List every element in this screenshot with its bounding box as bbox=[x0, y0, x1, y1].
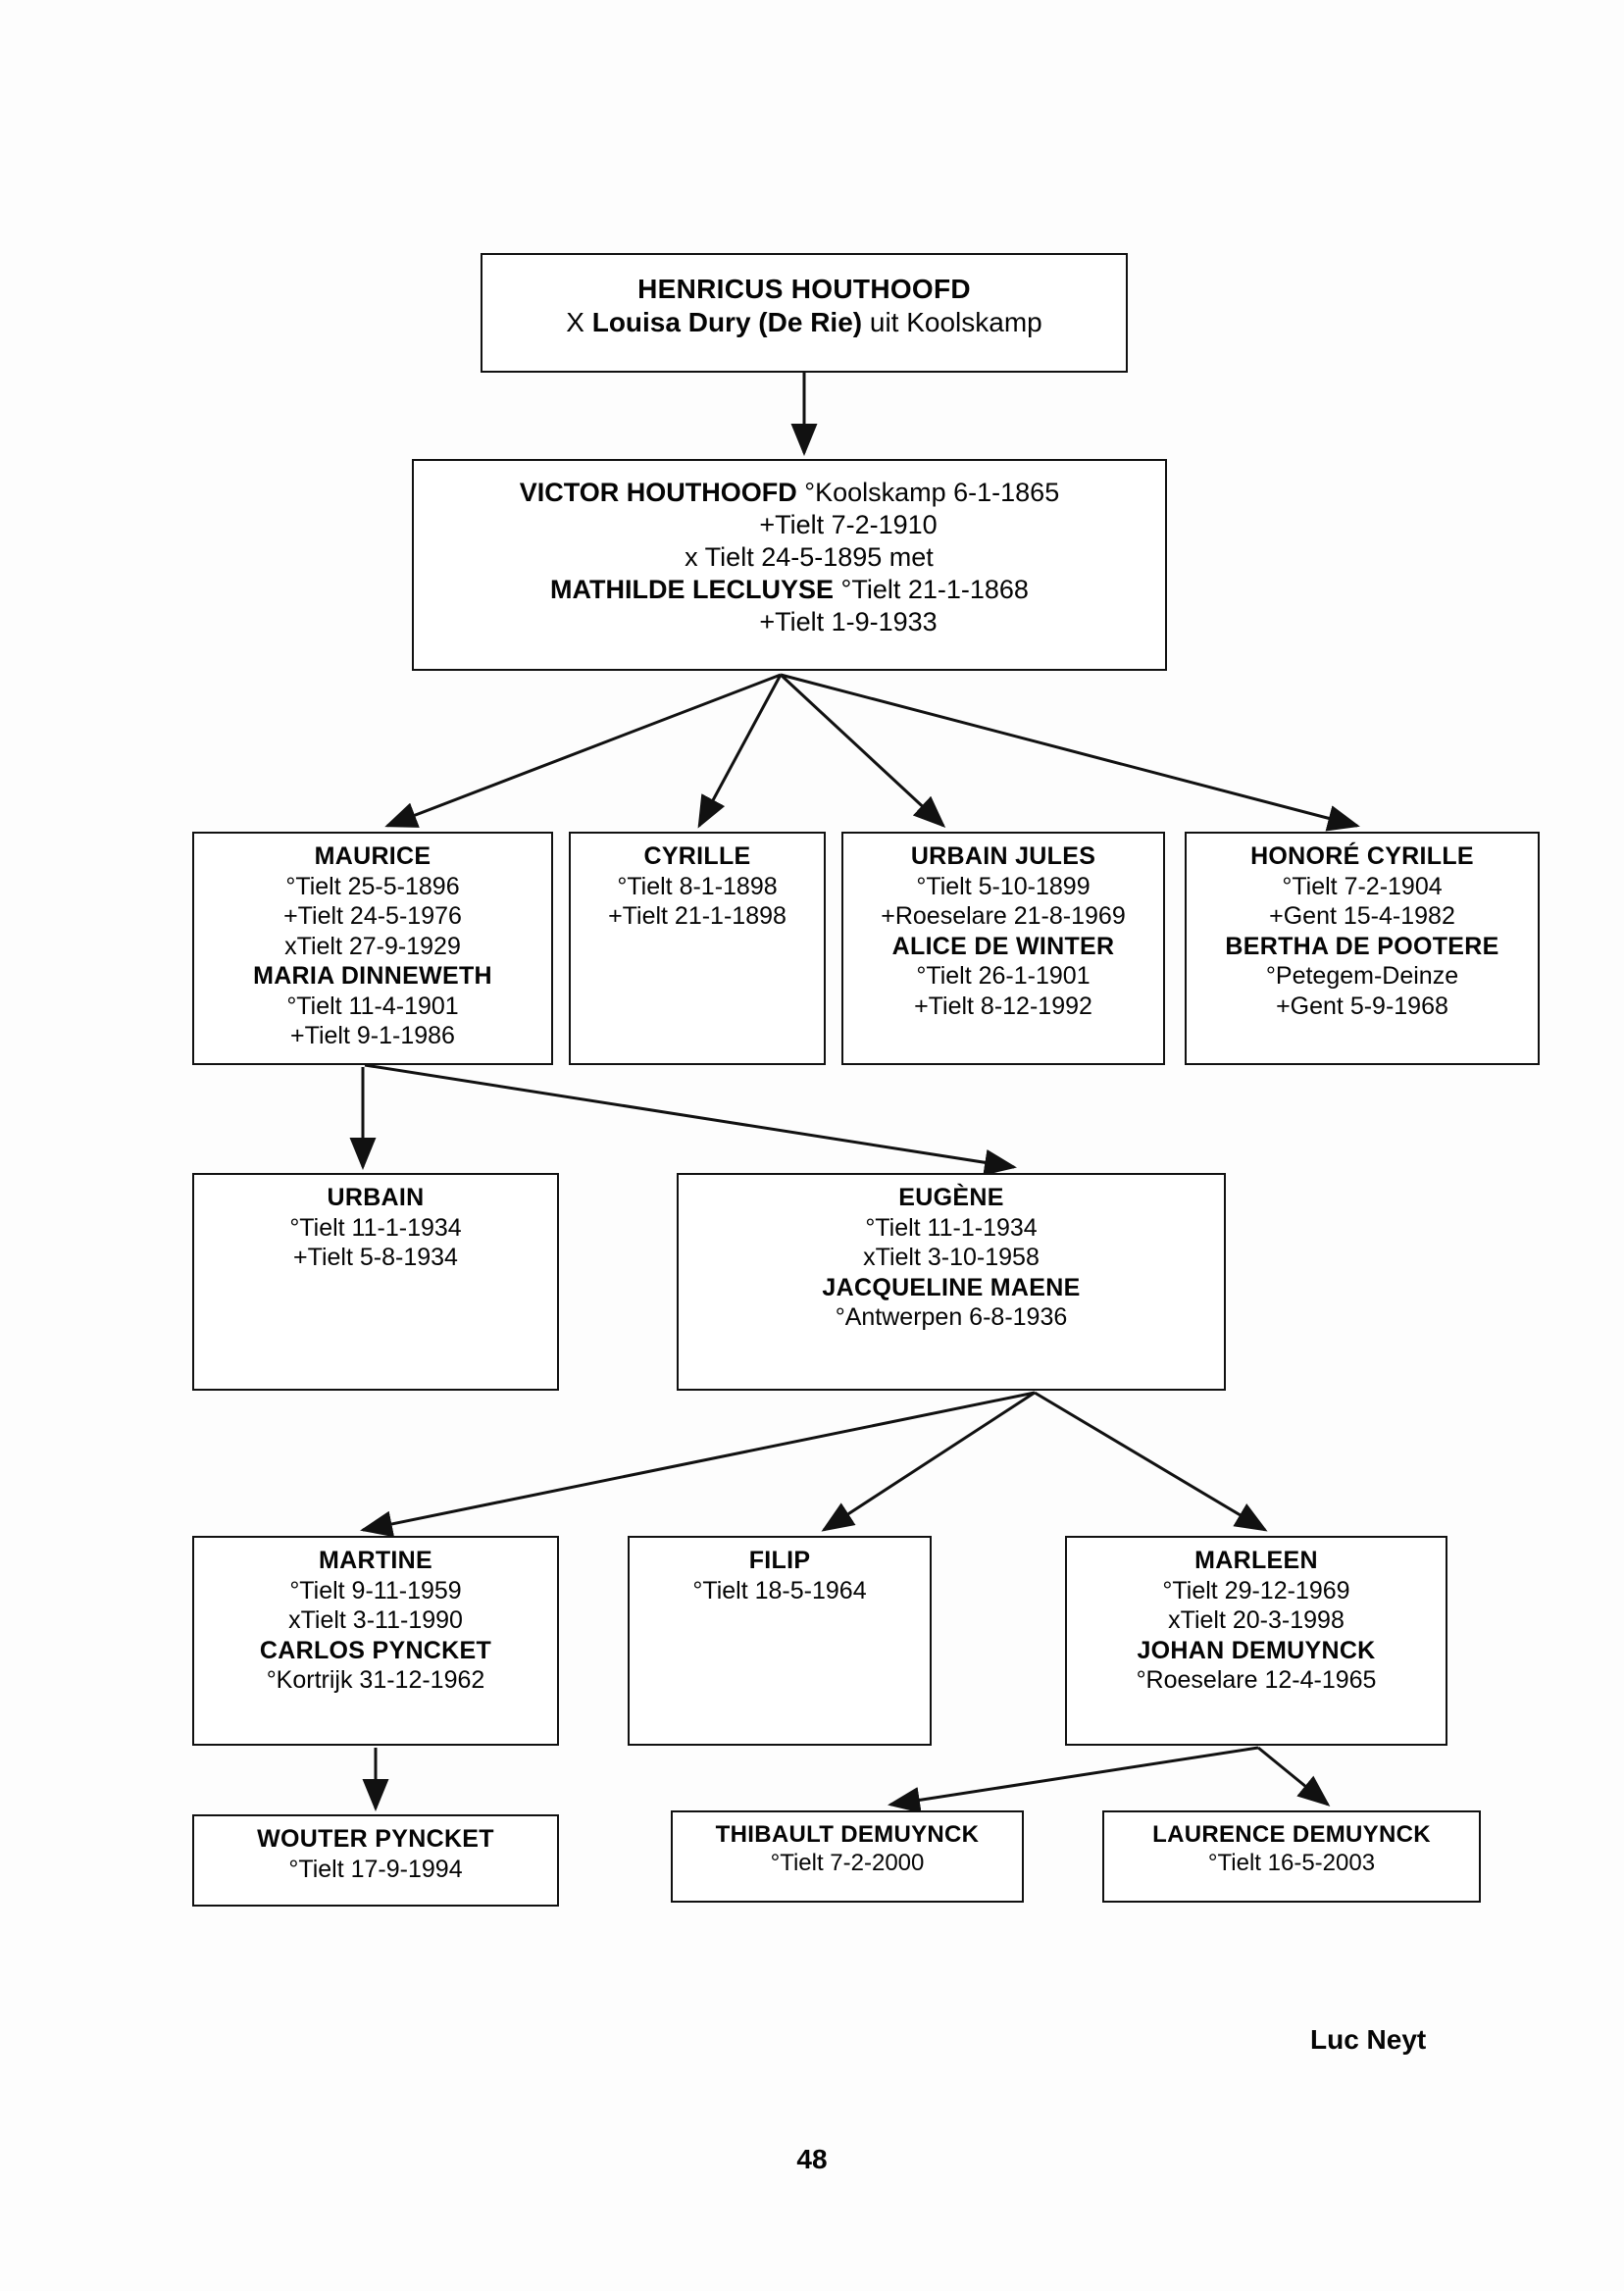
node-birth: °Koolskamp 6-1-1865 bbox=[796, 478, 1060, 507]
node-birth: °Tielt 17-9-1994 bbox=[288, 1855, 463, 1883]
edge-eugene-filip bbox=[821, 1391, 1036, 1532]
node-spouse-name: JOHAN DEMUYNCK bbox=[1137, 1636, 1376, 1664]
edge-victor-urbain-jules bbox=[779, 673, 946, 829]
node-name: LAURENCE DEMUYNCK bbox=[1152, 1821, 1431, 1848]
node-marriage: xTielt 3-11-1990 bbox=[288, 1606, 463, 1634]
node-honore-cyrille[interactable]: HONORÉ CYRILLE °Tielt 7-2-1904 +Gent 15-… bbox=[1185, 832, 1540, 1065]
node-birth: °Tielt 5-10-1899 bbox=[916, 872, 1091, 900]
node-name: URBAIN JULES bbox=[910, 842, 1096, 870]
node-spouse-birth: °Kortrijk 31-12-1962 bbox=[266, 1666, 485, 1694]
node-birth: °Tielt 7-2-1904 bbox=[1282, 872, 1443, 900]
node-birth: °Tielt 25-5-1896 bbox=[285, 872, 460, 900]
node-spouse-birth: °Tielt 21-1-1868 bbox=[834, 574, 1029, 604]
node-name: VICTOR HOUTHOOFD bbox=[519, 478, 797, 507]
spouse-prefix: X bbox=[566, 307, 592, 338]
node-spouse-name: BERTHA DE POOTERE bbox=[1225, 932, 1499, 960]
node-death: +Tielt 5-8-1934 bbox=[293, 1244, 458, 1271]
node-death: +Gent 15-4-1982 bbox=[1269, 902, 1455, 930]
spouse-suffix: uit Koolskamp bbox=[862, 307, 1042, 338]
node-birth: °Tielt 9-11-1959 bbox=[289, 1576, 462, 1604]
node-spouse-name: MATHILDE LECLUYSE bbox=[550, 574, 835, 604]
node-eugene[interactable]: EUGÈNE °Tielt 11-1-1934 xTielt 3-10-1958… bbox=[677, 1173, 1226, 1391]
spouse-name: Louisa Dury (De Rie) bbox=[591, 307, 863, 338]
node-line-2: +Tielt 7-2-1910 bbox=[759, 509, 938, 539]
node-laurence-demuynck[interactable]: LAURENCE DEMUYNCK °Tielt 16-5-2003 bbox=[1102, 1810, 1481, 1903]
node-name: MARLEEN bbox=[1194, 1547, 1318, 1574]
node-name: HONORÉ CYRILLE bbox=[1250, 842, 1474, 870]
edge-marleen-laurence bbox=[1257, 1746, 1331, 1807]
node-cyrille[interactable]: CYRILLE °Tielt 8-1-1898 +Tielt 21-1-1898 bbox=[569, 832, 826, 1065]
node-martine[interactable]: MARTINE °Tielt 9-11-1959 xTielt 3-11-199… bbox=[192, 1536, 559, 1746]
node-birth: °Tielt 11-1-1934 bbox=[865, 1213, 1038, 1242]
node-spouse-name: MARIA DINNEWETH bbox=[253, 962, 492, 990]
node-marleen[interactable]: MARLEEN °Tielt 29-12-1969 xTielt 20-3-19… bbox=[1065, 1536, 1447, 1746]
node-birth: °Tielt 29-12-1969 bbox=[1162, 1576, 1350, 1604]
edge-eugene-martine bbox=[360, 1391, 1036, 1538]
node-name: MARTINE bbox=[319, 1547, 432, 1574]
edge-maurice-eugene bbox=[364, 1063, 1017, 1176]
edge-victor-maurice bbox=[384, 673, 782, 828]
node-victor-houthoofd[interactable]: VICTOR HOUTHOOFD °Koolskamp 6-1-1865 +Ti… bbox=[412, 459, 1167, 671]
node-name: THIBAULT DEMUYNCK bbox=[715, 1821, 980, 1848]
node-spouse-birth: °Petegem-Deinze bbox=[1265, 962, 1459, 990]
node-line-5: +Tielt 1-9-1933 bbox=[759, 606, 938, 636]
node-marriage: xTielt 3-10-1958 bbox=[863, 1244, 1040, 1271]
edge-victor-cyrille bbox=[697, 674, 783, 829]
node-death: +Roeselare 21-8-1969 bbox=[881, 902, 1126, 930]
node-birth: °Tielt 7-2-2000 bbox=[770, 1850, 925, 1877]
node-death: +Tielt 24-5-1976 bbox=[283, 902, 462, 930]
author-signature: Luc Neyt bbox=[1310, 2024, 1427, 2055]
node-birth: °Tielt 11-1-1934 bbox=[289, 1213, 462, 1242]
node-spouse-birth: °Roeselare 12-4-1965 bbox=[1136, 1666, 1377, 1694]
node-name: WOUTER PYNCKET bbox=[257, 1825, 494, 1853]
node-urbain-jules[interactable]: URBAIN JULES °Tielt 5-10-1899 +Roeselare… bbox=[841, 832, 1165, 1065]
page-number: 48 bbox=[796, 2144, 828, 2174]
node-spouse-name: ALICE DE WINTER bbox=[891, 932, 1115, 960]
node-spouse-name: CARLOS PYNCKET bbox=[259, 1636, 492, 1664]
node-birth: °Tielt 8-1-1898 bbox=[617, 872, 778, 900]
node-spouse-birth: °Antwerpen 6-8-1936 bbox=[835, 1303, 1068, 1331]
node-name: FILIP bbox=[748, 1547, 811, 1574]
node-spouse-name: JACQUELINE MAENE bbox=[822, 1273, 1081, 1301]
node-death: +Tielt 21-1-1898 bbox=[608, 902, 787, 930]
edge-victor-honore bbox=[780, 673, 1360, 832]
node-birth: °Tielt 16-5-2003 bbox=[1207, 1850, 1376, 1877]
node-filip[interactable]: FILIP °Tielt 18-5-1964 bbox=[628, 1536, 932, 1746]
edge-marleen-thibault bbox=[888, 1746, 1259, 1813]
edge-eugene-marleen bbox=[1034, 1391, 1268, 1532]
node-spouse-death: +Tielt 8-12-1992 bbox=[914, 992, 1092, 1020]
node-thibault-demuynck[interactable]: THIBAULT DEMUYNCK °Tielt 7-2-2000 bbox=[671, 1810, 1024, 1903]
node-henricus-houthoofd[interactable]: HENRICUS HOUTHOOFD X Louisa Dury (De Rie… bbox=[481, 253, 1128, 373]
node-wouter-pyncket[interactable]: WOUTER PYNCKET °Tielt 17-9-1994 bbox=[192, 1814, 559, 1907]
node-name: CYRILLE bbox=[643, 842, 751, 870]
node-line-1: VICTOR HOUTHOOFD °Koolskamp 6-1-1865 bbox=[414, 477, 1165, 509]
node-name: EUGÈNE bbox=[898, 1184, 1004, 1211]
node-spouse-birth: °Tielt 26-1-1901 bbox=[916, 962, 1091, 990]
node-spouse-death: +Gent 5-9-1968 bbox=[1276, 992, 1448, 1020]
node-name: URBAIN bbox=[327, 1184, 425, 1211]
node-spouse-death: +Tielt 9-1-1986 bbox=[290, 1022, 455, 1049]
node-name: HENRICUS HOUTHOOFD bbox=[637, 274, 971, 304]
node-marriage: xTielt 27-9-1929 bbox=[284, 932, 461, 960]
node-name: MAURICE bbox=[314, 842, 431, 870]
node-spouse-birth: °Tielt 11-4-1901 bbox=[286, 992, 459, 1020]
node-line-4: MATHILDE LECLUYSE °Tielt 21-1-1868 bbox=[414, 574, 1165, 606]
node-birth: °Tielt 18-5-1964 bbox=[692, 1576, 867, 1604]
node-maurice[interactable]: MAURICE °Tielt 25-5-1896 +Tielt 24-5-197… bbox=[192, 832, 553, 1065]
node-spouse-line: X Louisa Dury (De Rie) uit Koolskamp bbox=[482, 306, 1126, 339]
node-marriage: xTielt 20-3-1998 bbox=[1168, 1606, 1345, 1634]
node-urbain[interactable]: URBAIN °Tielt 11-1-1934 +Tielt 5-8-1934 bbox=[192, 1173, 559, 1391]
node-line-3: x Tielt 24-5-1895 met bbox=[685, 541, 934, 572]
